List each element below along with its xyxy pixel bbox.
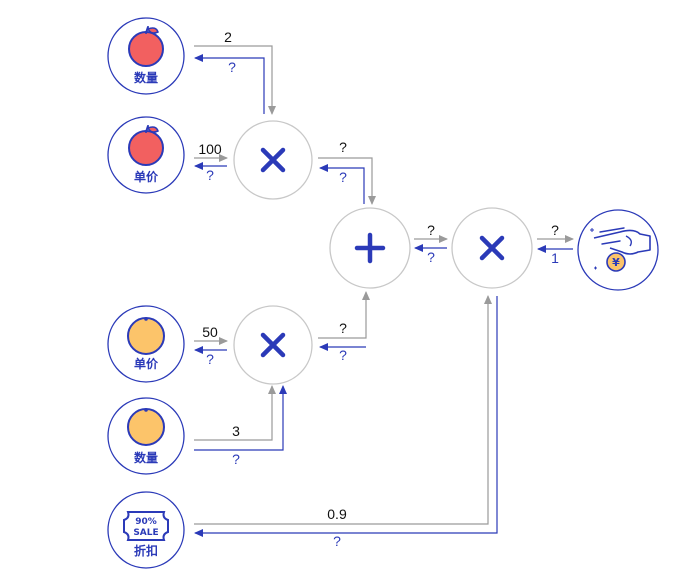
edge-grad-orange-count: ? (232, 451, 240, 467)
edge-value-apple-price: 100 (198, 141, 222, 157)
edge-value-apple-count: 2 (224, 29, 232, 45)
edge-backward-mul-apple-add (319, 164, 365, 204)
input-node-orange-price: 单价 (107, 305, 185, 383)
edge-value-discount: 0.9 (327, 506, 347, 522)
input-node-apple-count: 数量 (107, 17, 185, 95)
edge-forward-orange-count (194, 385, 276, 441)
edge-backward-discount (194, 296, 498, 537)
edge-value-mul-final: ? (551, 222, 559, 238)
edge-grad-apple-price: ? (206, 167, 214, 183)
sale-tag-icon: 90% SALE (123, 511, 169, 541)
op-node-mul-apple (233, 120, 313, 200)
sale-tag-percent: 90% (135, 517, 157, 527)
orange-icon (127, 317, 165, 355)
input-label-apple-price: 单价 (134, 169, 159, 184)
edge-grad-orange-price: ? (206, 351, 214, 367)
edge-value-orange-count: 3 (232, 423, 240, 439)
edge-value-mul-apple: ? (339, 139, 347, 155)
apple-icon (128, 26, 164, 67)
edge-grad-mul-final: 1 (551, 250, 559, 266)
multiply-icon (260, 332, 286, 358)
edge-grad-mul-orange: ? (339, 347, 347, 363)
op-node-mul-final (451, 207, 533, 289)
edge-forward-apple-count (194, 45, 276, 115)
edge-grad-discount: ? (333, 533, 341, 549)
output-node-payment: ¥ (577, 209, 659, 291)
op-node-add (329, 207, 411, 289)
input-label-orange-count: 数量 (134, 450, 158, 465)
apple-icon (128, 125, 164, 166)
edge-forward-discount (194, 295, 492, 525)
hand-paying-coin-icon: ¥ (590, 227, 651, 272)
edge-grad-apple-count: ? (228, 59, 236, 75)
coin-symbol: ¥ (612, 256, 620, 269)
input-node-apple-price: 单价 (107, 116, 185, 194)
sale-tag-word: SALE (133, 528, 158, 538)
input-label-apple-count: 数量 (134, 70, 158, 85)
input-label-orange-price: 单价 (134, 356, 159, 371)
multiply-icon (260, 147, 286, 173)
edge-value-mul-orange: ? (339, 320, 347, 336)
edge-value-add: ? (427, 222, 435, 238)
orange-icon (127, 408, 165, 446)
input-node-orange-count: 数量 (107, 397, 185, 475)
edge-backward-orange-count (194, 385, 287, 451)
edge-grad-add: ? (427, 249, 435, 265)
edge-grad-mul-apple: ? (339, 169, 347, 185)
edge-backward-apple-count (194, 54, 265, 114)
multiply-icon (479, 235, 505, 261)
plus-icon (354, 232, 386, 264)
edge-value-orange-price: 50 (202, 324, 218, 340)
edge-forward-mul-apple-add (318, 157, 376, 205)
input-node-discount: 90% SALE 折扣 (107, 491, 185, 569)
op-node-mul-orange (233, 305, 313, 385)
input-label-discount: 折扣 (134, 543, 158, 558)
edge-forward-mul-orange-add (318, 291, 370, 339)
